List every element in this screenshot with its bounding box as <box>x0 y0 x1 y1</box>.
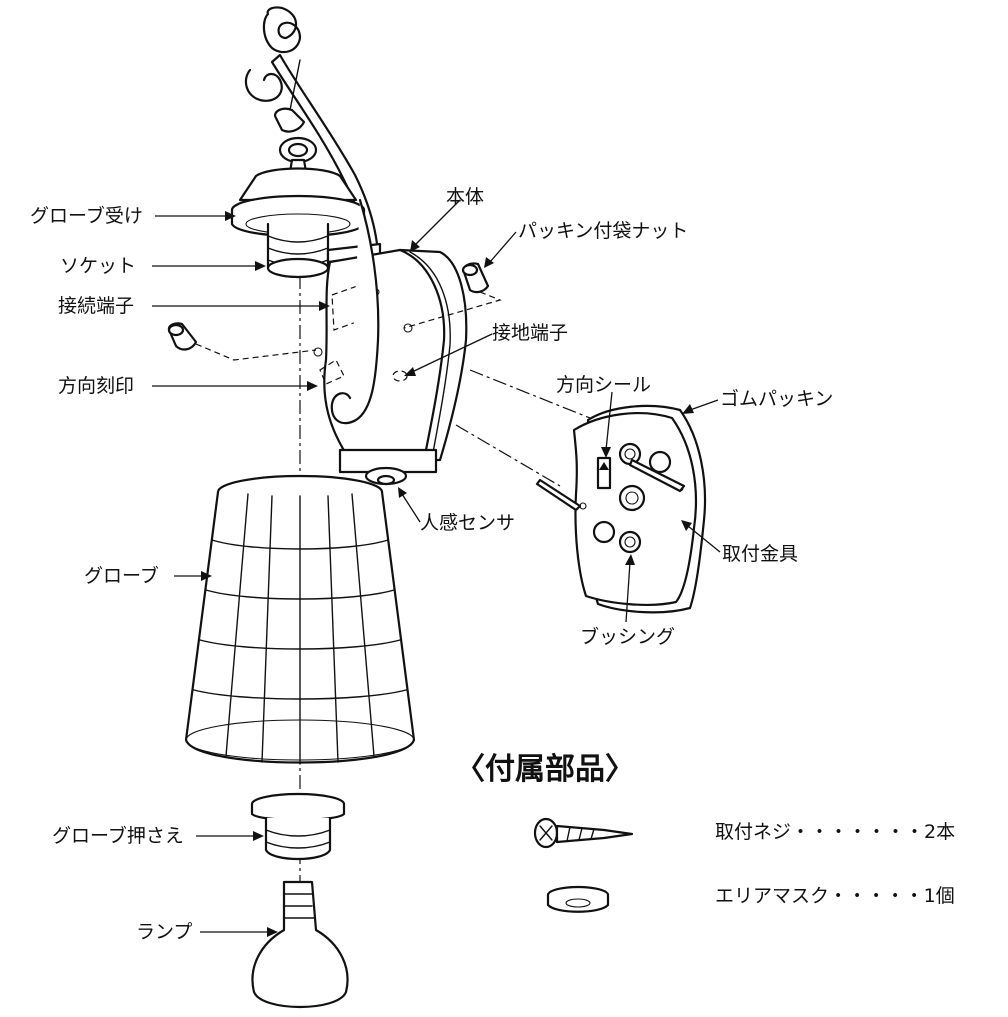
label-body: 本体 <box>446 186 485 208</box>
accessory-qty: 2本 <box>924 821 956 843</box>
label-socket: ソケット <box>60 255 137 277</box>
label-ground-terminal: 接地端子 <box>492 322 569 344</box>
lamp-part <box>251 880 349 1008</box>
globe-part <box>184 474 416 765</box>
label-bushing: ブッシング <box>580 626 676 648</box>
label-globe-holder: グローブ受け <box>30 205 143 227</box>
packing-nut-icon <box>461 262 490 294</box>
label-direction-stamp: 方向刻印 <box>58 375 135 397</box>
label-connection-terminal: 接続端子 <box>58 295 135 317</box>
leader-lines <box>152 199 721 937</box>
accessory-name: 取付ネジ <box>715 821 792 843</box>
accessory-row-screw: 取付ネジ・・・・・・・2本 <box>715 821 955 843</box>
label-lamp: ランプ <box>136 921 193 943</box>
label-packing-nut: パッキン付袋ナット <box>518 220 689 242</box>
screw-icon <box>533 817 634 849</box>
label-globe-retainer: グローブ押さえ <box>52 825 184 847</box>
label-mounting-bracket: 取付金具 <box>722 543 799 565</box>
accessory-name: エリアマスク <box>715 885 829 907</box>
accessory-row-area-mask: エリアマスク・・・・・1個 <box>715 885 955 907</box>
socket-part <box>266 222 330 279</box>
globe-retainer-part <box>250 792 346 860</box>
main-body-part <box>313 248 468 486</box>
accessory-qty: 1個 <box>923 885 955 907</box>
long-screw-icon <box>535 478 582 512</box>
label-rubber-packing: ゴムパッキン <box>720 388 834 410</box>
mounting-bracket-part <box>572 404 707 614</box>
accessory-dots: ・・・・・ <box>828 885 924 907</box>
label-motion-sensor: 人感センサ <box>420 512 516 534</box>
hook-arm <box>330 198 380 425</box>
globe-holder-part <box>230 167 366 238</box>
packing-nut-left-icon <box>167 322 198 351</box>
accessories-heading: 〈付属部品〉 <box>455 752 635 787</box>
label-direction-seal: 方向シール <box>556 374 652 396</box>
accessory-dots: ・・・・・・・ <box>791 821 925 843</box>
label-globe: グローブ <box>84 565 159 587</box>
area-mask-icon <box>546 885 610 913</box>
